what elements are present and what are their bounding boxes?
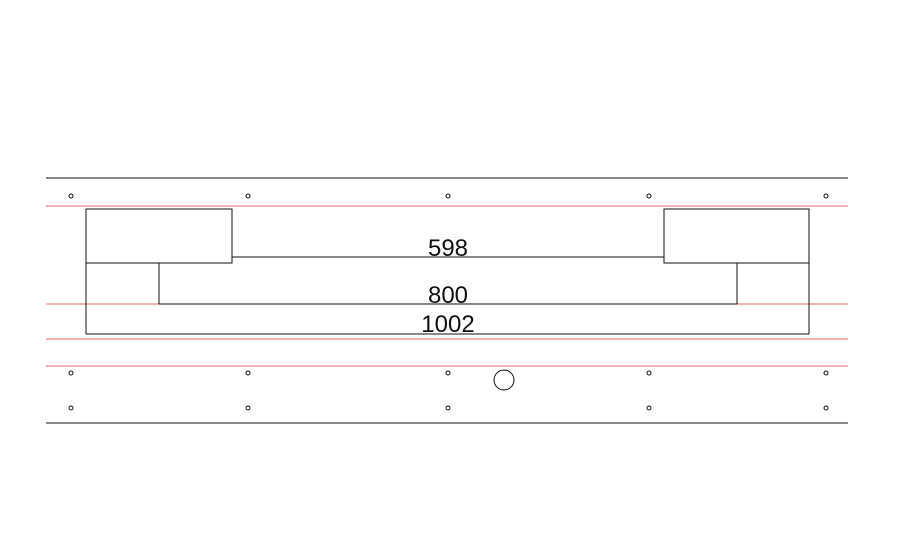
hole-marker-bottom-1 [68,405,74,411]
hole-marker-top-2 [245,193,251,199]
hole-marker-mid-5 [823,370,829,376]
hole-marker-mid-2 [245,370,251,376]
hole-marker-mid-1 [68,370,74,376]
hole-marker-bottom-2 [245,405,251,411]
hole-marker-top-5 [823,193,829,199]
large-hole-marker [493,369,515,391]
hole-marker-mid-3 [445,370,451,376]
dimension-label-1002: 1002 [421,311,474,338]
dimension-label-598: 598 [428,235,468,262]
hole-marker-top-4 [646,193,652,199]
dimension-label-800: 800 [428,282,468,309]
hole-marker-top-1 [68,193,74,199]
hole-marker-mid-4 [646,370,652,376]
hole-marker-bottom-4 [646,405,652,411]
hole-marker-top-3 [445,193,451,199]
hole-marker-bottom-5 [823,405,829,411]
hole-marker-bottom-3 [445,405,451,411]
